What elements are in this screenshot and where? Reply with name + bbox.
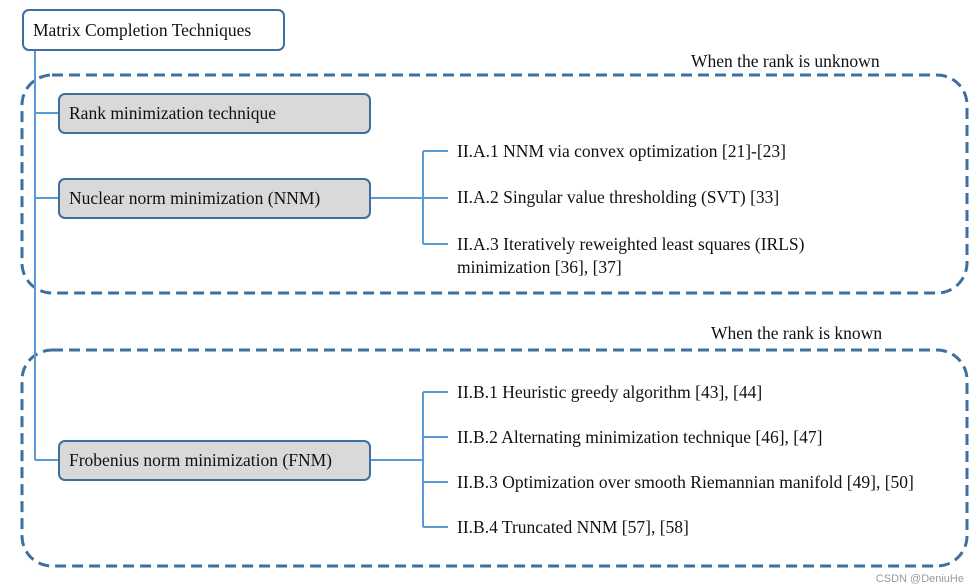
region-known-rank-outline [20, 348, 969, 568]
fnm-leaf-3: II.B.3 Optimization over smooth Riemanni… [457, 472, 914, 492]
nnm-leaf-1: II.A.1 NNM via convex optimization [21]-… [457, 141, 787, 161]
region-known-rank-label: When the rank is known [711, 323, 883, 343]
root-node: Matrix Completion Techniques [22, 9, 285, 51]
method-node-nnm: Nuclear norm minimization (NNM) [58, 178, 371, 219]
region-unknown-rank-outline [20, 73, 969, 295]
fnm-leaf-2: II.B.2 Alternating minimization techniqu… [457, 427, 823, 447]
region-unknown-rank-label: When the rank is unknown [691, 51, 880, 71]
root-node-label: Matrix Completion Techniques [33, 19, 252, 40]
nnm-leaf-3-line-2: minimization [36], [37] [457, 257, 622, 277]
nnm-leaf-3-line-1: II.A.3 Iteratively reweighted least squa… [457, 234, 805, 254]
method-node-rank-minimization: Rank minimization technique [58, 93, 371, 134]
watermark-text: CSDN @DeniuHe [875, 573, 964, 585]
fnm-leaf-4: II.B.4 Truncated NNM [57], [58] [457, 517, 689, 537]
method-node-fnm: Frobenius norm minimization (FNM) [58, 440, 371, 481]
nnm-leaf-2: II.A.2 Singular value thresholding (SVT)… [457, 187, 780, 207]
method-node-label: Frobenius norm minimization (FNM) [69, 450, 332, 470]
method-node-label: Nuclear norm minimization (NNM) [69, 188, 321, 208]
method-node-label: Rank minimization technique [69, 103, 277, 123]
fnm-leaf-1: II.B.1 Heuristic greedy algorithm [43], … [457, 382, 763, 402]
